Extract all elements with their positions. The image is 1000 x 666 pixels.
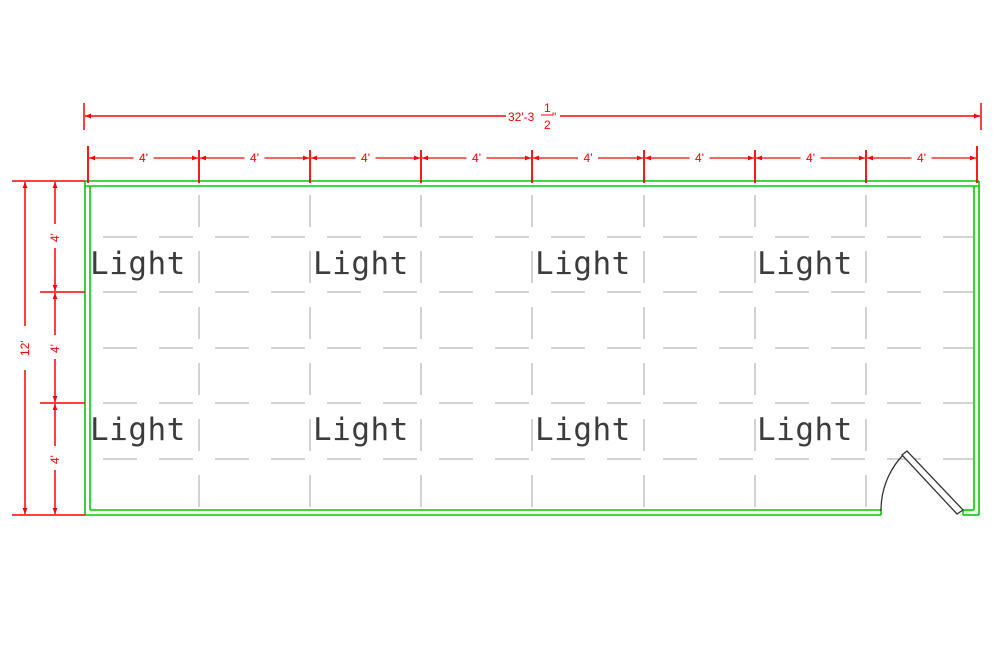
overall-width-text: 32'-3: [508, 110, 535, 124]
door-swing-arc: [880, 454, 904, 512]
light-label: Light: [535, 246, 631, 282]
segment-dimension-text: 4': [139, 151, 148, 165]
segment-dimension-text: 4': [917, 151, 926, 165]
light-label: Light: [535, 412, 631, 448]
ceiling-grid: [91, 187, 973, 510]
segment-dimension-text: 4': [584, 151, 593, 165]
light-label: Light: [313, 412, 409, 448]
segment-dimension-text: 4': [472, 151, 481, 165]
overall-width-label: 32'-3 1 2 ": [508, 101, 556, 132]
height-dimension-labels: 12' 4' 4' 4': [18, 233, 62, 464]
door: [880, 450, 965, 515]
door-leaf: [901, 450, 965, 515]
light-label: Light: [90, 412, 186, 448]
light-label: Light: [90, 246, 186, 282]
height-segment-text: 4': [48, 233, 62, 242]
height-segment-text: 4': [48, 344, 62, 353]
segment-dimension-text: 4': [361, 151, 370, 165]
segment-dimension-text: 4': [695, 151, 704, 165]
segment-dimension-text: 4': [250, 151, 259, 165]
light-labels: Light Light Light Light Light Light Ligh…: [90, 246, 853, 448]
height-dimensions: [12, 180, 85, 516]
overall-height-text: 12': [18, 340, 32, 356]
overall-width-frac-den: 2: [544, 118, 551, 132]
overall-width-frac-num: 1: [544, 101, 551, 115]
overall-width-dimension: [83, 103, 982, 130]
segment-dimension-text: 4': [806, 151, 815, 165]
segment-dimensions: 4' 4' 4' 4' 4' 4' 4' 4': [87, 146, 978, 183]
overall-width-inch: ": [552, 110, 556, 124]
light-label: Light: [313, 246, 409, 282]
light-label: Light: [757, 246, 853, 282]
height-segment-text: 4': [48, 455, 62, 464]
light-label: Light: [757, 412, 853, 448]
